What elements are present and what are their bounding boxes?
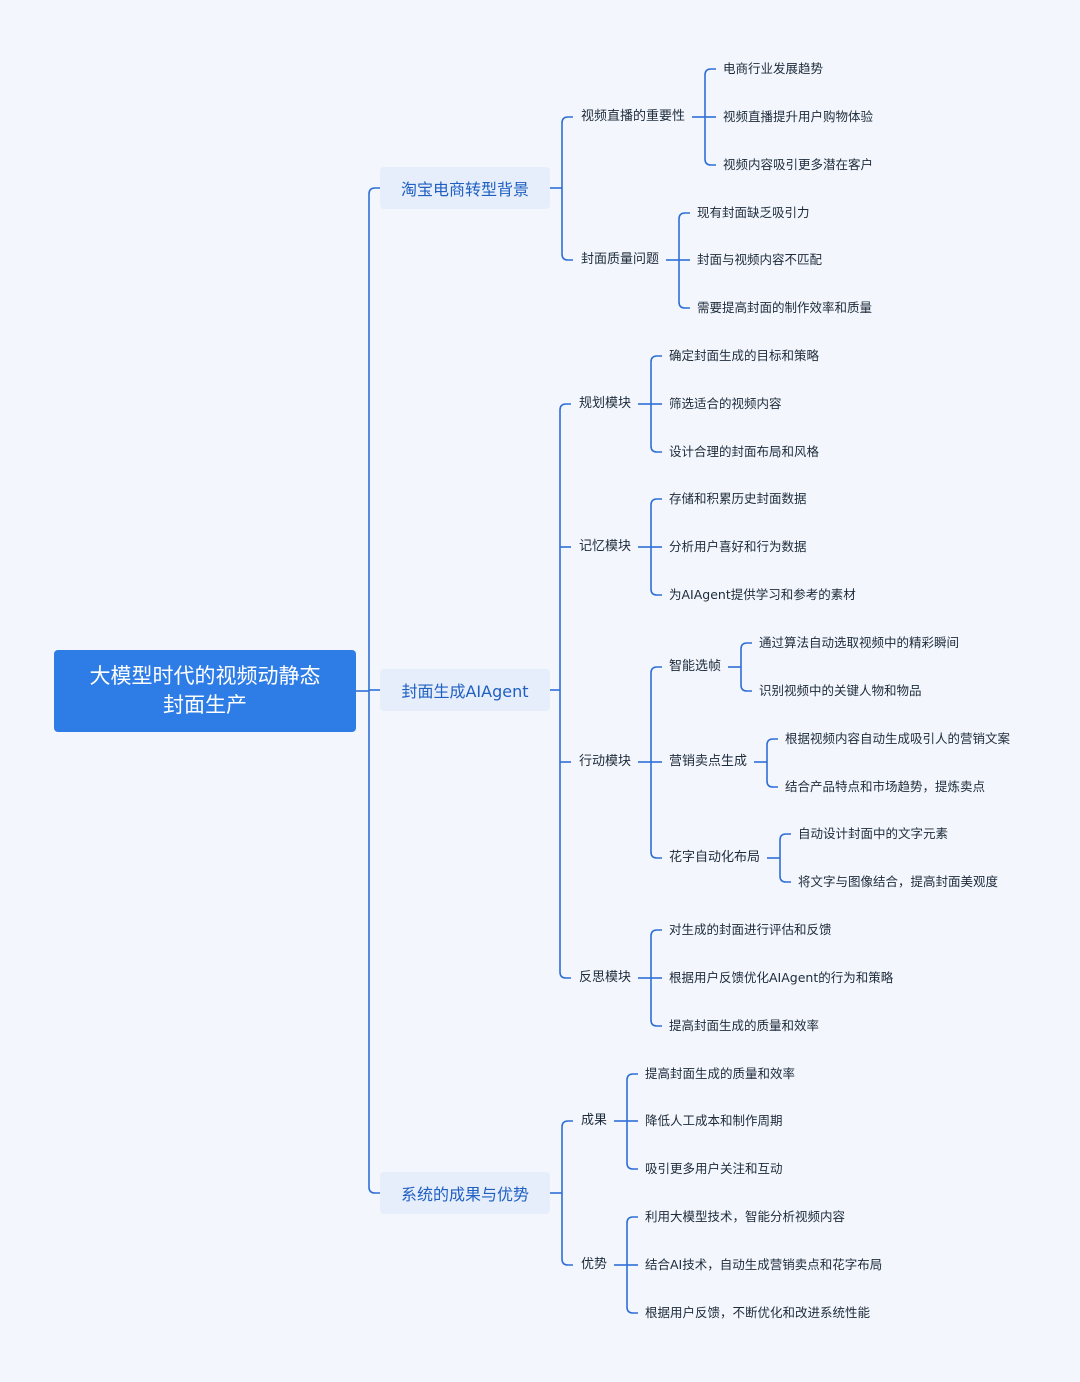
- leaf-node[interactable]: 确定封面生成的目标和策略: [669, 348, 820, 363]
- leaf-node[interactable]: 自动设计封面中的文字元素: [798, 826, 949, 841]
- leaf-node[interactable]: 降低人工成本和制作周期: [645, 1113, 783, 1128]
- node-text-layout[interactable]: 花字自动化布局: [669, 850, 761, 865]
- leaf-node[interactable]: 设计合理的封面布局和风格: [669, 444, 820, 459]
- leaf-node[interactable]: 吸引更多用户关注和互动: [645, 1161, 783, 1176]
- branch-background[interactable]: 淘宝电商转型背景: [380, 167, 550, 209]
- node-smart-frame-select[interactable]: 智能选帧: [669, 659, 722, 674]
- leaf-node[interactable]: 为AIAgent提供学习和参考的素材: [669, 587, 856, 602]
- leaf-node[interactable]: 提高封面生成的质量和效率: [645, 1066, 796, 1081]
- leaf-node[interactable]: 需要提高封面的制作效率和质量: [697, 300, 873, 315]
- connector-bracket: [740, 642, 752, 692]
- leaf-node[interactable]: 根据用户反馈优化AIAgent的行为和策略: [669, 970, 894, 985]
- node-action-module[interactable]: 行动模块: [579, 754, 632, 769]
- leaf-node[interactable]: 现有封面缺乏吸引力: [697, 205, 810, 220]
- leaf-node[interactable]: 电商行业发展趋势: [723, 61, 824, 76]
- leaf-node[interactable]: 通过算法自动选取视频中的精彩瞬间: [759, 635, 960, 650]
- leaf-node[interactable]: 视频直播提升用户购物体验: [723, 109, 874, 124]
- root-title-line1: 大模型时代的视频动静态: [89, 664, 321, 688]
- node-video-live-importance[interactable]: 视频直播的重要性: [581, 109, 686, 124]
- node-memory-module[interactable]: 记忆模块: [579, 539, 632, 554]
- leaf-node[interactable]: 筛选适合的视频内容: [669, 396, 782, 411]
- node-cover-quality-issue[interactable]: 封面质量问题: [581, 252, 660, 267]
- branch-results[interactable]: 系统的成果与优势: [380, 1172, 550, 1214]
- leaf-node[interactable]: 视频内容吸引更多潜在客户: [723, 157, 874, 172]
- leaf-node[interactable]: 识别视频中的关键人物和物品: [759, 683, 922, 698]
- leaf-node[interactable]: 提高封面生成的质量和效率: [669, 1018, 820, 1033]
- root-node[interactable]: 大模型时代的视频动静态 封面生产: [54, 650, 356, 732]
- leaf-node[interactable]: 对生成的封面进行评估和反馈: [669, 922, 832, 937]
- leaf-node[interactable]: 将文字与图像结合，提高封面美观度: [798, 874, 999, 889]
- leaf-node[interactable]: 根据用户反馈，不断优化和改进系统性能: [645, 1305, 871, 1320]
- leaf-node[interactable]: 存储和积累历史封面数据: [669, 491, 807, 506]
- connector-bracket: [561, 1120, 573, 1266]
- connector-bracket: [559, 403, 571, 979]
- branch-ai-agent[interactable]: 封面生成AIAgent: [380, 669, 550, 711]
- leaf-node[interactable]: 分析用户喜好和行为数据: [669, 539, 807, 554]
- node-advantages[interactable]: 优势: [581, 1257, 608, 1272]
- node-results[interactable]: 成果: [581, 1113, 608, 1128]
- node-planning-module[interactable]: 规划模块: [579, 396, 632, 411]
- root-title-line2: 封面生产: [163, 693, 247, 717]
- connector-bracket: [561, 116, 573, 261]
- leaf-node[interactable]: 根据视频内容自动生成吸引人的营销文案: [785, 731, 1011, 746]
- connector-bracket: [766, 738, 778, 788]
- connector-bracket: [779, 833, 791, 883]
- leaf-node[interactable]: 封面与视频内容不匹配: [697, 252, 823, 267]
- node-marketing-points[interactable]: 营销卖点生成: [669, 754, 748, 769]
- leaf-node[interactable]: 利用大模型技术，智能分析视频内容: [645, 1209, 846, 1224]
- node-reflection-module[interactable]: 反思模块: [579, 970, 632, 985]
- leaf-node[interactable]: 结合AI技术，自动生成营销卖点和花字布局: [645, 1257, 883, 1272]
- leaf-node[interactable]: 结合产品特点和市场趋势，提炼卖点: [785, 779, 986, 794]
